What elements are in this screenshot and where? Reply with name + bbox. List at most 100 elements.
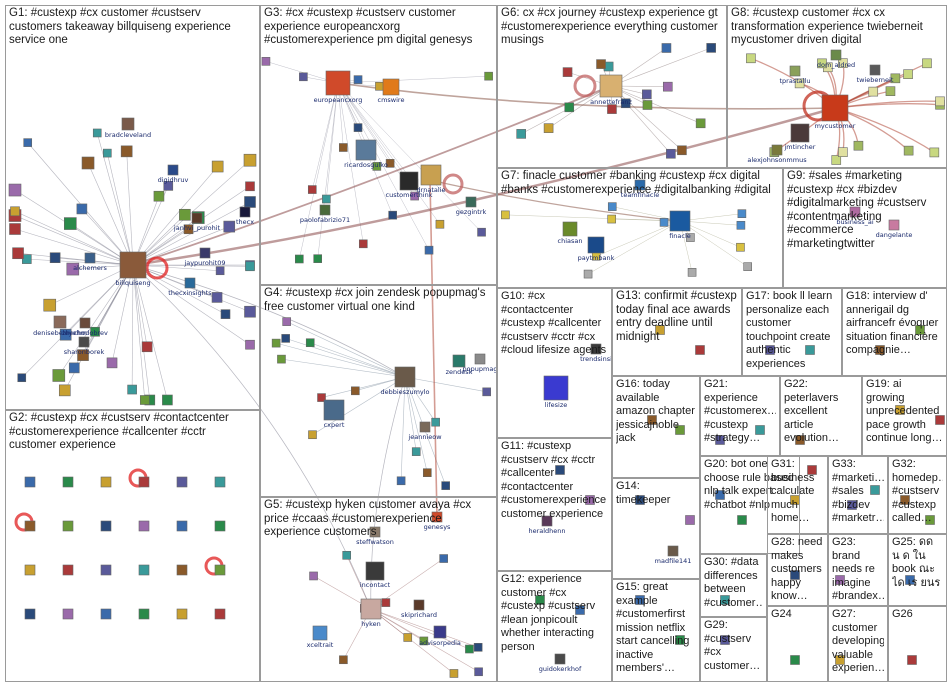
node-g2[interactable] xyxy=(100,520,112,532)
node-g1[interactable] xyxy=(76,203,88,215)
node-g2[interactable] xyxy=(176,476,188,488)
node-g3[interactable] xyxy=(353,123,363,132)
node-isolate[interactable] xyxy=(807,465,817,475)
node-g1[interactable] xyxy=(244,305,256,318)
node-customerthink[interactable] xyxy=(399,171,419,191)
node-g1[interactable] xyxy=(139,395,150,405)
node-g3[interactable] xyxy=(477,227,486,237)
node-popupmag[interactable] xyxy=(474,353,486,365)
node-isolate[interactable] xyxy=(870,485,880,495)
node-g7[interactable] xyxy=(583,269,593,279)
node-isolate[interactable] xyxy=(647,415,657,425)
node-g5[interactable] xyxy=(474,667,483,677)
node-isolate[interactable] xyxy=(795,435,805,445)
node-isolate[interactable] xyxy=(875,345,885,355)
node-teamfinacle[interactable] xyxy=(634,179,646,191)
node-g3[interactable] xyxy=(424,245,434,255)
node-g1[interactable] xyxy=(22,254,32,264)
node-g1[interactable] xyxy=(43,298,57,312)
node-jeannieow[interactable] xyxy=(419,421,431,433)
node-hyken[interactable] xyxy=(360,598,382,620)
node-g1[interactable] xyxy=(10,206,20,217)
node-g3[interactable] xyxy=(299,72,308,82)
node-g3[interactable] xyxy=(358,239,368,249)
node-g3[interactable] xyxy=(388,210,397,220)
node-g7[interactable] xyxy=(686,233,695,242)
node-g4[interactable] xyxy=(441,481,450,490)
node-g6[interactable] xyxy=(706,43,716,53)
node-g2[interactable] xyxy=(62,608,74,620)
node-trendsinsight[interactable] xyxy=(590,343,602,355)
node-g4[interactable] xyxy=(351,386,360,396)
node-g2[interactable] xyxy=(214,520,226,532)
node-g5[interactable] xyxy=(309,571,318,581)
node-g4[interactable] xyxy=(282,317,291,326)
node-g1[interactable] xyxy=(163,181,174,191)
node-g4[interactable] xyxy=(308,430,317,440)
node-g2[interactable] xyxy=(138,476,150,488)
node-g6[interactable] xyxy=(642,100,653,110)
node-dom_aldred[interactable] xyxy=(830,49,842,61)
node-g7[interactable] xyxy=(607,202,617,211)
node-g6[interactable] xyxy=(662,81,673,92)
node-g1[interactable] xyxy=(58,384,71,397)
node-bradcleveland[interactable] xyxy=(121,117,135,131)
node-g1[interactable] xyxy=(106,357,118,369)
node-g6[interactable] xyxy=(620,98,631,109)
node-g8[interactable] xyxy=(838,58,848,68)
node-g1[interactable] xyxy=(103,148,112,158)
node-g7[interactable] xyxy=(501,210,510,220)
node-g3[interactable] xyxy=(307,185,317,194)
node-isolate[interactable] xyxy=(915,325,925,335)
node-isolate[interactable] xyxy=(695,345,705,355)
node-isolate[interactable] xyxy=(900,495,910,505)
node-g1[interactable] xyxy=(90,326,100,337)
node-g1[interactable] xyxy=(52,369,66,382)
node-g2[interactable] xyxy=(24,564,36,576)
node-g7[interactable] xyxy=(607,214,616,224)
node-g2[interactable] xyxy=(138,564,150,576)
node-isolate[interactable] xyxy=(895,405,905,415)
node-isolate[interactable] xyxy=(635,495,645,505)
node-nice_incontact[interactable] xyxy=(365,561,385,581)
node-g2[interactable] xyxy=(214,608,226,620)
node-g1[interactable] xyxy=(245,261,255,272)
node-g4[interactable] xyxy=(482,387,491,397)
node-g1[interactable] xyxy=(17,373,27,383)
node-g3[interactable] xyxy=(385,159,395,168)
node-g6[interactable] xyxy=(564,102,575,113)
node-g1[interactable] xyxy=(215,266,225,276)
node-g5[interactable] xyxy=(339,655,348,665)
node-skiprichard[interactable] xyxy=(413,599,425,611)
node-isolate[interactable] xyxy=(737,515,747,525)
node-g8[interactable] xyxy=(922,58,932,69)
node-g2[interactable] xyxy=(24,520,36,532)
node-g1[interactable] xyxy=(211,160,224,173)
node-g1[interactable] xyxy=(245,339,255,350)
node-billquiseng[interactable] xyxy=(119,251,147,279)
node-g2[interactable] xyxy=(214,476,226,488)
node-g1[interactable] xyxy=(63,217,77,230)
node-g1[interactable] xyxy=(66,262,80,276)
node-g5[interactable] xyxy=(403,633,413,642)
node-isolate[interactable] xyxy=(925,515,935,525)
node-alexjohnsonmmus[interactable] xyxy=(771,144,783,156)
node-isolate[interactable] xyxy=(675,635,685,645)
node-drnatalie[interactable] xyxy=(420,164,442,186)
node-g2[interactable] xyxy=(138,608,150,620)
node-g2[interactable] xyxy=(214,564,226,576)
node-g5[interactable] xyxy=(473,643,483,652)
node-isolate[interactable] xyxy=(585,495,595,505)
node-g5[interactable] xyxy=(419,636,429,646)
node-g6[interactable] xyxy=(642,89,652,100)
node-isolate[interactable] xyxy=(907,655,917,665)
node-heraldhenn[interactable] xyxy=(541,515,553,527)
node-isolate[interactable] xyxy=(675,425,685,435)
node-g3[interactable] xyxy=(372,162,382,171)
node-isolate[interactable] xyxy=(720,635,730,645)
node-isolate[interactable] xyxy=(835,575,845,585)
node-denisebeleyehm[interactable] xyxy=(53,315,67,329)
node-isolate[interactable] xyxy=(790,655,800,665)
node-jmtincher[interactable] xyxy=(790,123,810,143)
node-isolate[interactable] xyxy=(655,325,665,335)
